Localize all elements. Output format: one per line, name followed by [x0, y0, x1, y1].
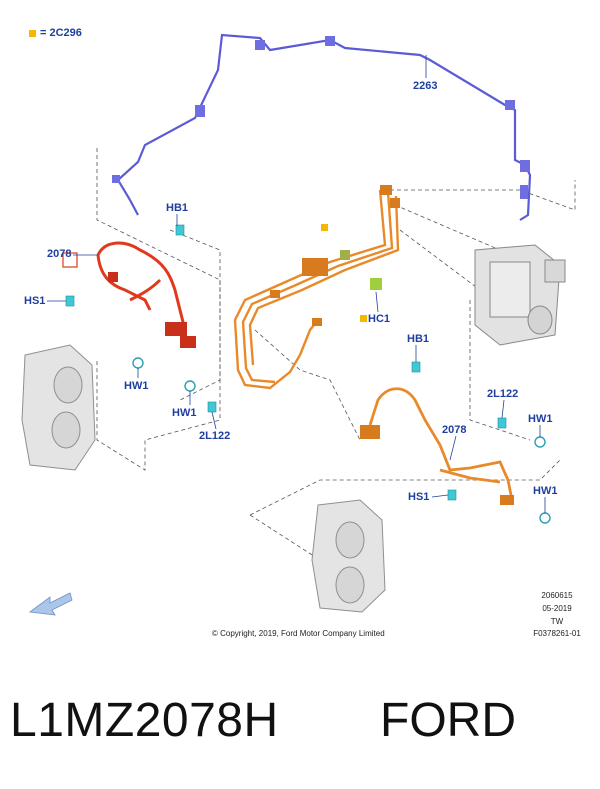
callout-hs1-right: HS1 — [408, 491, 430, 503]
clip-rings — [132, 357, 551, 524]
callout-2078-right: 2078 — [442, 424, 467, 436]
callout-hs1-left: HS1 — [24, 295, 46, 307]
legend-label: = 2C296 — [40, 27, 82, 39]
callout-hw1-left-b: HW1 — [172, 407, 197, 419]
brand-name: FORD — [380, 694, 516, 747]
callout-2263: 2263 — [413, 80, 438, 92]
abs-module — [474, 244, 566, 346]
right-brake-hose-2078 — [368, 387, 514, 501]
callout-2l122-right: 2L122 — [487, 388, 519, 400]
callout-hb1-left: HB1 — [166, 202, 189, 214]
legend-marker-hc1 — [360, 315, 367, 322]
callout-hw1-right-a: HW1 — [528, 413, 553, 425]
legend-marker-top — [321, 224, 328, 231]
left-caliper — [21, 344, 96, 471]
hc1-clip — [370, 278, 382, 290]
callout-hw1-right-b: HW1 — [533, 485, 558, 497]
region: TW — [550, 617, 564, 626]
right-hose-fittings — [360, 425, 514, 505]
brake-line-2263 — [116, 33, 532, 221]
line-clips — [112, 36, 530, 199]
left-hose-fittings — [108, 272, 196, 348]
brake-line-diagram — [21, 33, 576, 616]
leader-lines — [47, 55, 546, 513]
legend-square-icon — [29, 29, 36, 37]
central-block-marker — [340, 250, 350, 260]
date-code: 2060615 — [541, 591, 573, 600]
left-brake-hose-2078 — [96, 241, 187, 331]
connectors — [65, 224, 507, 501]
legend: = 2C296 — [29, 27, 82, 39]
direction-arrow-icon — [28, 592, 73, 616]
right-caliper — [311, 499, 386, 613]
callout-hb1-right: HB1 — [407, 333, 430, 345]
callout-hw1-left-a: HW1 — [124, 380, 149, 392]
revision: 05-2019 — [542, 604, 572, 613]
figure-id: F0378261-01 — [533, 629, 581, 638]
copyright: © Copyright, 2019, Ford Motor Company Li… — [212, 629, 385, 638]
callout-2078-left: 2078 — [47, 248, 72, 260]
callout-hc1: HC1 — [368, 313, 391, 325]
central-hose-blocks — [270, 185, 400, 326]
callout-2l122-left: 2L122 — [199, 430, 231, 442]
part-number: L1MZ2078H — [10, 694, 279, 747]
highlight-box — [62, 252, 78, 268]
